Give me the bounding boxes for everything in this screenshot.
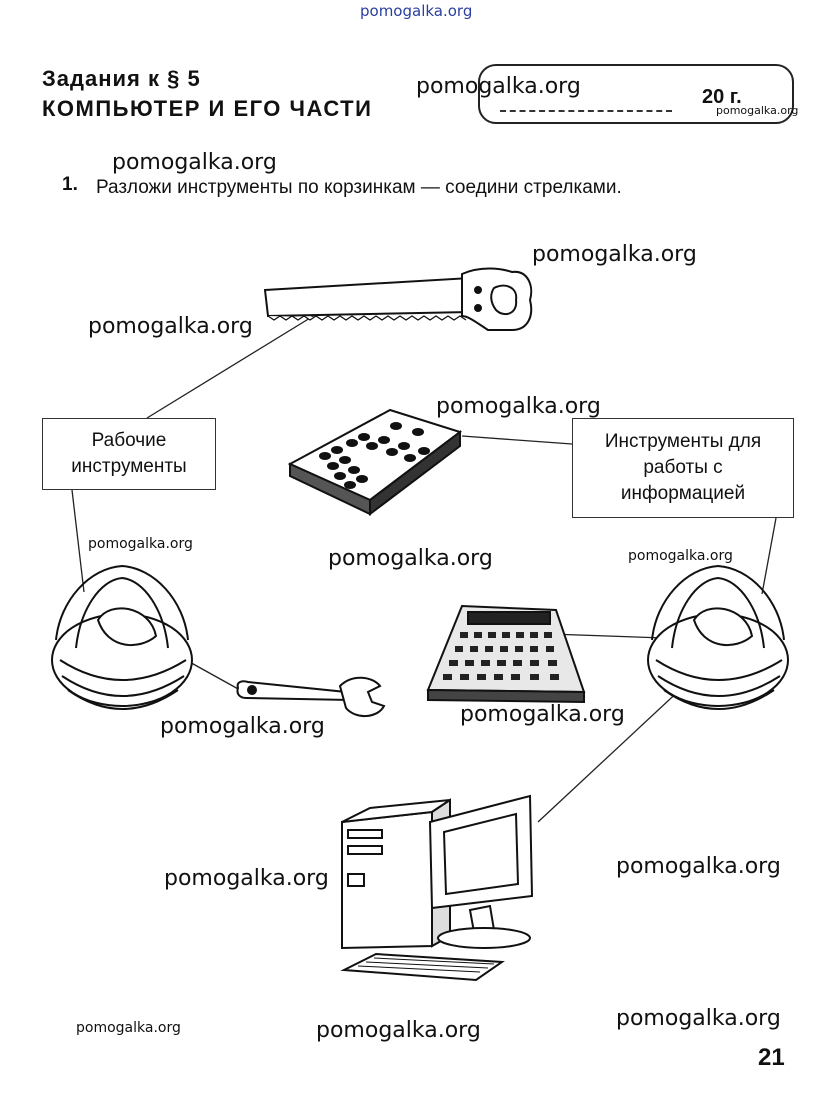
saw-icon <box>263 267 533 331</box>
date-field[interactable]: 20 г. <box>478 64 794 124</box>
basket-right-icon <box>647 564 789 710</box>
chapter-title: КОМПЬЮТЕР И ЕГО ЧАСТИ <box>42 96 373 121</box>
line-computer-to-basket <box>537 685 685 823</box>
watermark: pomogalka.org <box>716 104 799 117</box>
wrench-icon <box>236 676 386 717</box>
connector-lines <box>71 306 777 823</box>
watermark: pomogalka.org <box>436 394 601 419</box>
watermark: pomogalka.org <box>316 1018 481 1043</box>
line-abacus-to-info <box>461 435 573 445</box>
abacus-icon <box>287 408 463 517</box>
watermark: pomogalka.org <box>628 548 733 564</box>
task-number: 1. <box>62 174 78 195</box>
watermark: pomogalka.org <box>616 854 781 879</box>
box-work-tools: Рабочие инструменты <box>42 418 216 490</box>
computer-icon <box>340 794 534 982</box>
box-info-tools: Инструменты для работы с информацией <box>572 418 794 518</box>
box-info-tools-label: Инструменты для работы с информацией <box>604 431 762 504</box>
basket-left-icon <box>51 564 193 710</box>
box-work-tools-label: Рабочие инструменты <box>71 430 187 477</box>
section-title: Задания к § 5 <box>42 66 201 91</box>
watermark: pomogalka.org <box>460 702 625 727</box>
watermark: pomogalka.org <box>160 714 325 739</box>
page-number: 21 <box>758 1044 785 1071</box>
watermark: pomogalka.org <box>88 314 253 339</box>
watermark-top: pomogalka.org <box>360 2 473 20</box>
watermark: pomogalka.org <box>88 536 193 552</box>
watermark: pomogalka.org <box>112 150 277 175</box>
line-basket-to-wrench <box>185 659 241 691</box>
line-calc-to-basket <box>549 633 665 639</box>
date-line <box>500 110 672 112</box>
line-info-to-basket <box>761 517 777 595</box>
date-year: 20 г. <box>702 86 742 108</box>
task-text: Разложи инструменты по корзинкам — соеди… <box>96 177 622 198</box>
watermark: pomogalka.org <box>532 242 697 267</box>
line-work-to-basket <box>71 489 85 593</box>
watermark: pomogalka.org <box>416 74 581 99</box>
calculator-icon <box>426 604 586 704</box>
watermark: pomogalka.org <box>164 866 329 891</box>
watermark: pomogalka.org <box>616 1006 781 1031</box>
line-saw-to-work <box>146 306 329 419</box>
watermark: pomogalka.org <box>76 1020 181 1036</box>
watermark: pomogalka.org <box>328 546 493 571</box>
